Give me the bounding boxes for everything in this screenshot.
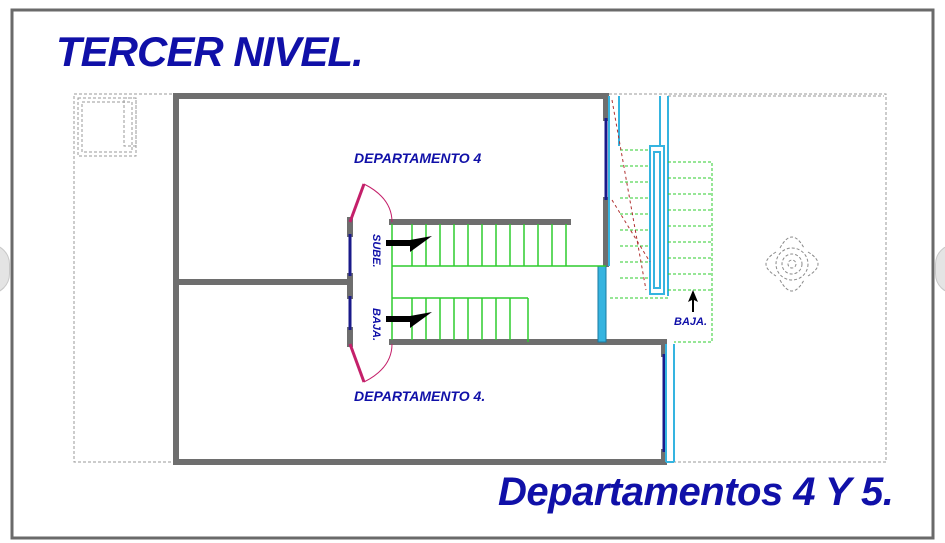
construction-lines <box>611 99 651 291</box>
page-title: TERCER NIVEL. <box>56 28 364 75</box>
dept-label-bottom: DEPARTAMENTO 4. <box>354 388 486 404</box>
dept-label-top: DEPARTAMENTO 4 <box>354 150 482 166</box>
cyan-wall-segment <box>597 265 607 343</box>
baja-label-right: BAJA. <box>674 316 708 328</box>
page-subtitle: Departamentos 4 Y 5. <box>498 470 894 514</box>
door-arcs <box>363 183 393 383</box>
outer-frame <box>10 8 935 540</box>
doors <box>348 183 366 383</box>
baja-label-left: BAJA. <box>370 308 382 342</box>
fountain-icon <box>765 236 819 292</box>
sube-label: SUBE. <box>370 234 382 268</box>
baja-arrow <box>386 312 432 328</box>
sube-arrow <box>386 236 432 252</box>
right-staircase <box>610 149 713 343</box>
windows <box>348 118 666 452</box>
baja-right-arrow <box>688 290 698 312</box>
